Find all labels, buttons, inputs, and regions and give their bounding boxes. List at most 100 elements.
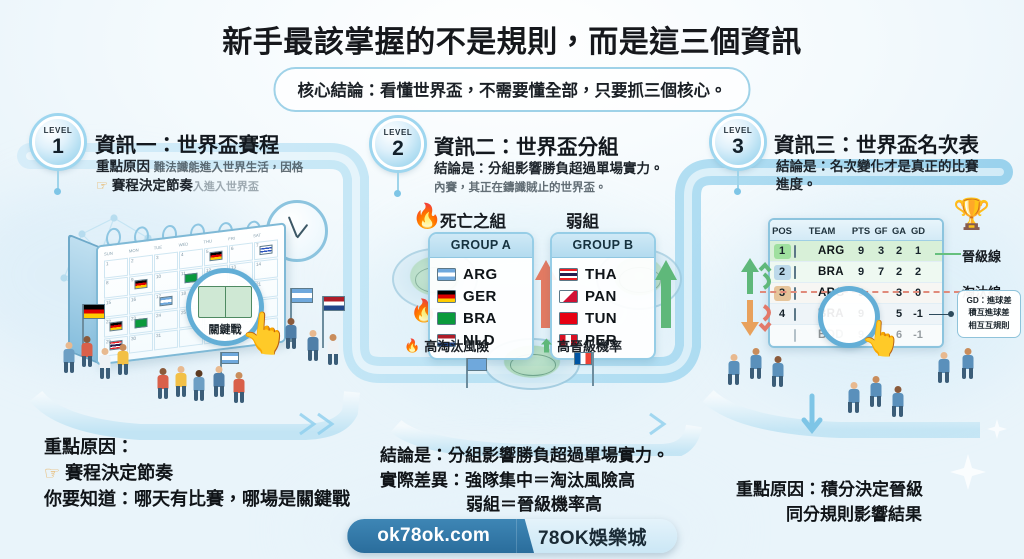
group-a-card: GROUP A ARG GER BRA NLD (428, 232, 534, 360)
tooltip-leader-line (929, 313, 951, 315)
flag-brazil (437, 311, 456, 325)
level-word: LEVEL (723, 126, 753, 135)
level-number: 2 (392, 137, 404, 160)
badge-dot (734, 188, 741, 195)
legend-high-chance-label: 高晉級機率 (557, 339, 623, 354)
pointing-hand-icon[interactable]: 👆 (858, 317, 905, 361)
arrow-up-icon (541, 338, 552, 353)
flag-argentina (794, 286, 796, 300)
gd-value: 2 (914, 266, 922, 278)
fan-figure (284, 318, 298, 352)
gd-tooltip: GD：進球差 積互進球差 相互互規則 (957, 290, 1021, 338)
section-1-sub-line2-tail: 入進入世界盃 (192, 180, 259, 193)
gf-value: 3 (877, 245, 885, 257)
group-a-name: GROUP A (430, 234, 532, 258)
badge-dot (54, 188, 61, 195)
flag-netherlands (323, 296, 345, 311)
section-3-sub-line1: 結論是：名次變化才是真正的比賽 (776, 159, 979, 174)
standings-table: POS TEAM PTS GF GA GD 1 ARG 9 3 2 1 2 BR… (768, 218, 944, 348)
fire-icon: 🔥 (412, 203, 442, 230)
promotion-arrow-icon (741, 258, 772, 294)
list-item: GER (437, 285, 525, 307)
gd-tip-line-1: GD：進球差 (966, 296, 1012, 305)
section-2-sub-line2: 內賽，其正在鑄讖賊止的世界盃。 (434, 182, 607, 195)
group-b-card: GROUP B THA PAN TUN PER (550, 232, 656, 360)
level-number: 3 (732, 135, 744, 158)
flag-argentina (221, 352, 239, 364)
flag-argentina (437, 267, 456, 281)
gd-value: 1 (914, 245, 922, 257)
column-header-gf: GF (874, 224, 888, 236)
sparkle-icon (950, 454, 986, 490)
gf-value: 7 (877, 266, 885, 278)
legend-high-chance: 高晉級機率 (540, 336, 622, 355)
pitch-icon (198, 286, 252, 318)
takeaway-1-line-2: 賽程決定節奏 (65, 463, 174, 484)
flag-pole (466, 358, 468, 388)
legend-high-risk: 🔥 高淘汰風險 (404, 336, 489, 355)
group-b-team-list: THA PAN TUN PER (552, 258, 654, 358)
level-number: 1 (52, 135, 64, 158)
level-badge-1: LEVEL 1 (32, 116, 84, 168)
pointing-hand-icon: ☞ (96, 177, 109, 193)
death-group-label: 死亡之組 (440, 213, 506, 231)
footer-bar: ok78ok.com 78OK娛樂城 (347, 519, 677, 553)
takeaway-3-line-1: 重點原因：積分決定晉級 (736, 480, 923, 499)
ga-value: 5 (895, 308, 903, 320)
footer-brand[interactable]: 78OK娛樂城 (516, 519, 677, 553)
fan-figure (960, 348, 976, 388)
column-header-team: TEAM (808, 224, 836, 236)
ga-value: 3 (895, 287, 903, 299)
fan-figure (846, 382, 862, 418)
takeaway-2: 結論是：分組影響勝負超過單場實力。 實際差異：強隊集中＝淘汰風險高 弱組＝晉級機… (380, 444, 669, 518)
column-header-gd: GD (910, 224, 926, 236)
takeaway-2-line-1: 結論是：分組影響勝負超過單場實力。 (380, 446, 669, 465)
fan-figure (890, 386, 906, 420)
relegation-arrow-icon (741, 300, 772, 336)
fan-figure (98, 348, 112, 382)
flag-germany (437, 289, 456, 303)
fan-figure (770, 356, 786, 392)
magnifier-key-match[interactable]: 關鍵戰 (186, 268, 264, 346)
core-conclusion-pill: 核心結論：看懂世界盃，不需要懂全部，只要抓三個核心。 (273, 67, 751, 112)
chance-arrow-up-icon (655, 260, 677, 328)
page-title: 新手最該掌握的不是規則，而是這三個資訊 (222, 26, 802, 59)
flag-pole (82, 304, 84, 356)
level-word: LEVEL (43, 126, 73, 135)
section-2-subtext: 結論是：分組影響勝負超過單場實力。 內賽，其正在鑄讖賊止的世界盃。 (434, 160, 684, 197)
weak-group-label: 弱組 (566, 213, 599, 231)
flag-germany (83, 304, 105, 319)
list-item: THA (559, 263, 647, 285)
points-value: 9 (857, 245, 865, 257)
section-1-sub-line2: 賽程決定節奏 (111, 177, 193, 193)
gd-value: 0 (914, 287, 922, 299)
fan-figure (306, 330, 320, 364)
list-item: PER (559, 329, 647, 351)
takeaway-1-line-1: 重點原因： (44, 437, 134, 457)
corner-flag (467, 358, 487, 371)
fan-figure (116, 344, 130, 378)
table-header-row: POS TEAM PTS GF GA GD (770, 220, 942, 241)
flag-netherlands (437, 333, 456, 347)
team-name: ARG (818, 245, 845, 257)
section-3-subtext: 結論是：名次變化才是真正的比賽 進度。 (776, 158, 1006, 194)
takeaway-3-line-2: 同分規則影響結果 (786, 504, 922, 524)
team-code: PER (585, 331, 618, 349)
fan-figure (936, 352, 952, 390)
footer-domain[interactable]: ok78ok.com (347, 519, 517, 553)
table-row[interactable]: 2 BRA 9 7 2 2 (770, 262, 942, 283)
team-code: TUN (585, 309, 618, 327)
table-row[interactable]: 1 ARG 9 3 2 1 (770, 241, 942, 262)
section-1-sub-line1: 重點原因 (96, 159, 150, 174)
section-3-sub-line2: 進度。 (776, 177, 817, 193)
group-b-name: GROUP B (552, 234, 654, 258)
magnifier-standings[interactable] (818, 286, 880, 348)
flag-panama (559, 289, 578, 303)
flag-italy (794, 307, 796, 321)
list-item: BRA (437, 307, 525, 329)
points-value: 9 (857, 266, 865, 278)
ga-value: 2 (895, 245, 903, 257)
badge-stem (737, 168, 739, 190)
list-item: PAN (559, 285, 647, 307)
badge-dot (394, 190, 401, 197)
